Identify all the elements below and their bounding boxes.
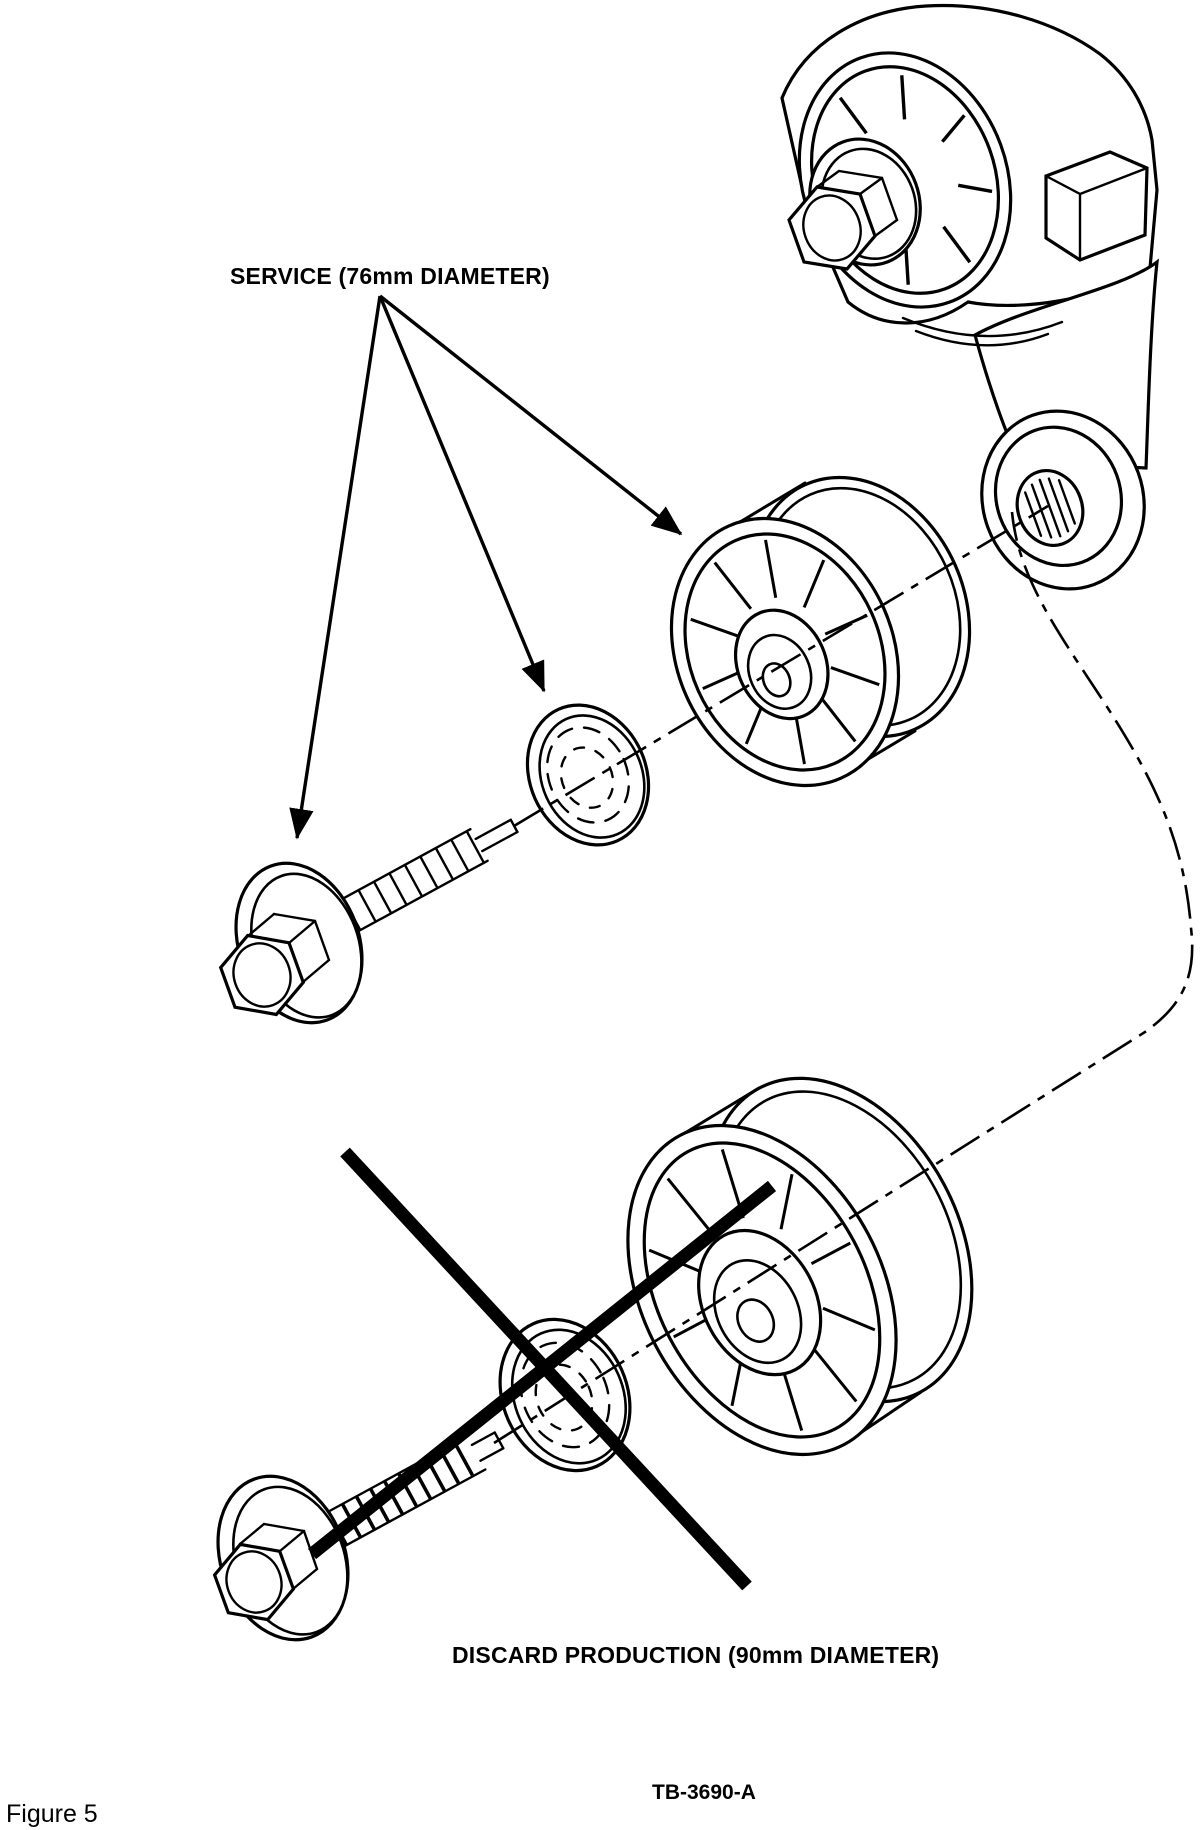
service-bolt-hex-head — [218, 912, 331, 1017]
discard-cross — [307, 1147, 777, 1591]
production-pulley — [626, 1076, 974, 1457]
doc-number: TB-3690-A — [652, 1781, 756, 1804]
tensioner-arm — [973, 258, 1159, 470]
threaded-hole — [1015, 469, 1085, 547]
tensioner-hex-bolt — [787, 169, 899, 271]
tensioner-pulley — [787, 51, 1013, 309]
service-pulley-front — [669, 516, 901, 788]
production-pulley-front — [626, 1123, 898, 1457]
production-assembly: DISCARD PRODUCTION (90mm DIAMETER) — [212, 511, 1194, 1668]
service-assembly — [218, 475, 1049, 1025]
arrow-to-bolt — [289, 295, 382, 840]
service-callout: SERVICE (76mm DIAMETER) — [230, 263, 683, 840]
tensioner-tab — [1044, 150, 1149, 262]
production-pulley-spokes — [648, 1149, 876, 1431]
service-bolt-shank — [337, 818, 519, 934]
production-bolt-hex-head — [212, 1522, 319, 1622]
service-pulley — [669, 475, 972, 788]
pivot-boss — [980, 409, 1146, 591]
service-centerline — [513, 504, 1049, 828]
service-washer — [525, 703, 651, 847]
production-centerline — [493, 511, 1194, 1445]
service-label: SERVICE (76mm DIAMETER) — [230, 263, 550, 289]
arrow-to-pulley — [378, 294, 683, 536]
discard-label: DISCARD PRODUCTION (90mm DIAMETER) — [452, 1642, 939, 1668]
arrow-to-washer — [378, 295, 546, 693]
tensioner-assembly — [780, 3, 1159, 591]
service-bolt-threads — [342, 830, 485, 931]
figure-caption: Figure 5 — [6, 1800, 98, 1828]
